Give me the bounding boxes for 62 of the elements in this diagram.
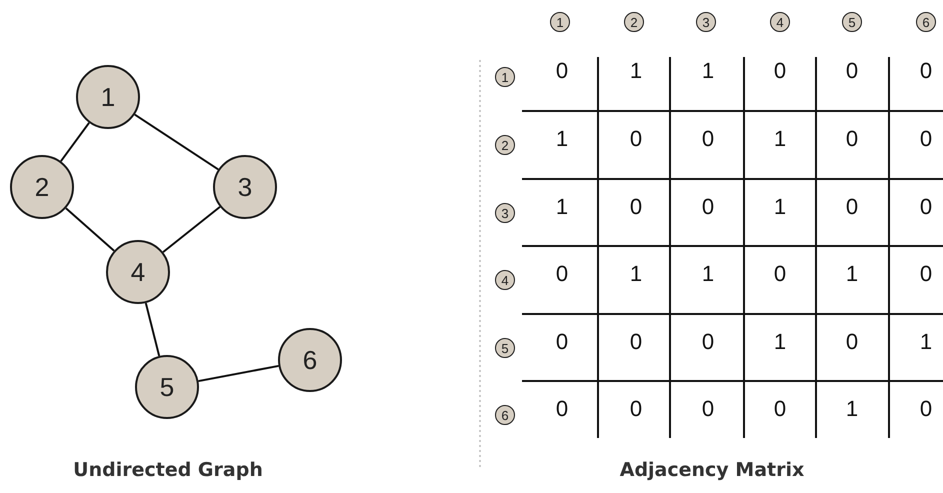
- column-header: 1: [550, 12, 570, 32]
- row-header: 6: [495, 405, 515, 425]
- matrix-value: 0: [846, 58, 858, 84]
- matrix-value: 0: [556, 261, 568, 287]
- matrix-value: 1: [846, 396, 858, 422]
- matrix-value: 1: [630, 261, 642, 287]
- matrix-value: 0: [774, 261, 786, 287]
- graph-node: 5: [135, 355, 199, 419]
- column-header: 4: [770, 12, 790, 32]
- matrix-value: 1: [702, 261, 714, 287]
- edge-line: [144, 302, 160, 356]
- matrix-value: 0: [920, 58, 932, 84]
- column-header: 6: [916, 12, 936, 32]
- matrix-value: 0: [630, 126, 642, 152]
- column-header: 2: [624, 12, 644, 32]
- column-header: 5: [842, 12, 862, 32]
- matrix-value: 0: [702, 329, 714, 355]
- matrix-value: 0: [702, 194, 714, 220]
- edge-line: [198, 364, 279, 382]
- graph-node: 3: [213, 155, 277, 219]
- matrix-value: 0: [920, 396, 932, 422]
- matrix-value: 0: [920, 194, 932, 220]
- matrix-value: 1: [920, 329, 932, 355]
- caption: Adjacency Matrix: [620, 459, 804, 481]
- matrix-value: 1: [556, 126, 568, 152]
- matrix-value: 1: [774, 194, 786, 220]
- matrix-value: 0: [630, 396, 642, 422]
- matrix-value: 0: [556, 396, 568, 422]
- row-header: 1: [495, 67, 515, 87]
- matrix-value: 0: [556, 58, 568, 84]
- row-header: 2: [495, 135, 515, 155]
- caption: Undirected Graph: [73, 459, 263, 481]
- matrix-value: 0: [774, 396, 786, 422]
- matrix-value: 0: [702, 126, 714, 152]
- matrix-value: 0: [630, 329, 642, 355]
- graph-node: 1: [76, 65, 140, 129]
- row-header: 3: [495, 203, 515, 223]
- matrix-value: 0: [920, 126, 932, 152]
- matrix-value: 1: [630, 58, 642, 84]
- edge-line: [65, 207, 115, 252]
- matrix-value: 0: [702, 396, 714, 422]
- matrix-value: 0: [556, 329, 568, 355]
- matrix-value: 1: [702, 58, 714, 84]
- column-header: 3: [696, 12, 716, 32]
- matrix-value: 1: [556, 194, 568, 220]
- matrix-value: 1: [774, 126, 786, 152]
- graph-node: 2: [10, 155, 74, 219]
- edge-line: [134, 114, 219, 170]
- row-header: 4: [495, 270, 515, 290]
- matrix-value: 1: [774, 329, 786, 355]
- matrix-value: 0: [846, 329, 858, 355]
- graph-node: 4: [106, 240, 170, 304]
- matrix-value: 0: [846, 126, 858, 152]
- row-header: 5: [495, 338, 515, 358]
- edge-line: [60, 122, 90, 162]
- matrix-value: 1: [846, 261, 858, 287]
- matrix-value: 0: [846, 194, 858, 220]
- graph-node: 6: [278, 328, 342, 392]
- edge-line: [162, 206, 221, 253]
- matrix-value: 0: [630, 194, 642, 220]
- matrix-value: 0: [774, 58, 786, 84]
- matrix-value: 0: [920, 261, 932, 287]
